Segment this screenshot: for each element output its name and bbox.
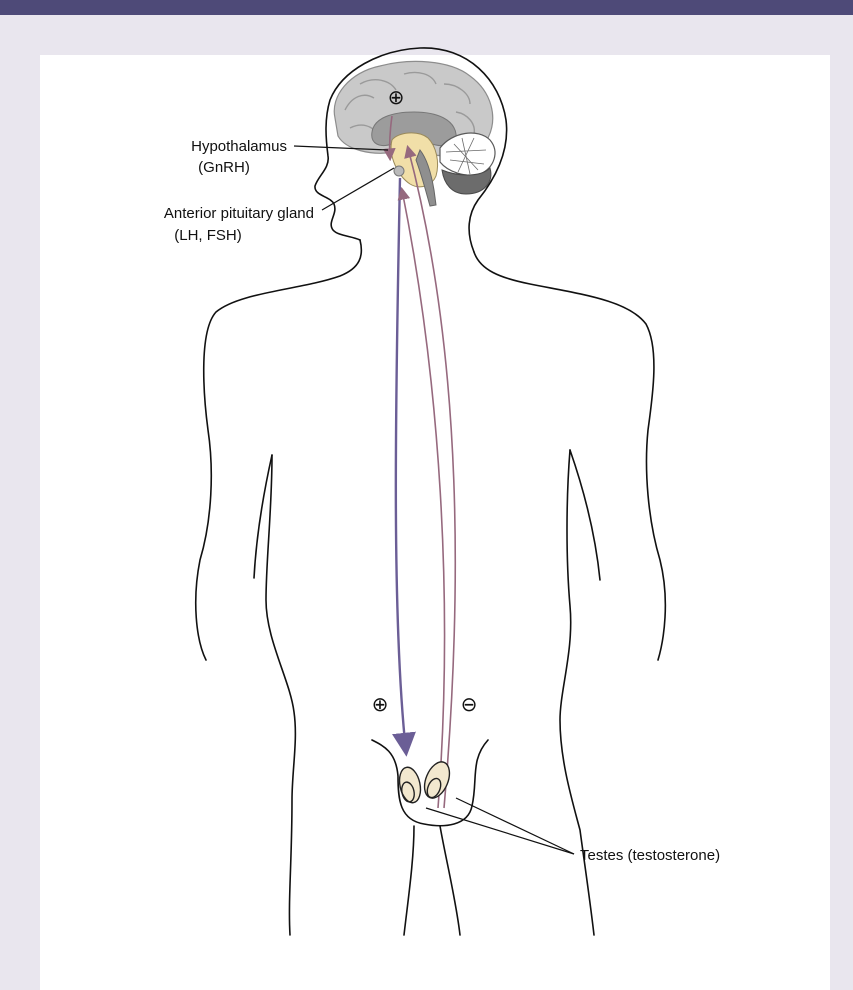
- hypothalamus-hormone-label: (GnRH): [198, 159, 250, 176]
- brain-illustration: [334, 61, 495, 206]
- pituitary-label: Anterior pituitary gland: [164, 205, 314, 222]
- lh-fsh-stimulation-arrow: [396, 178, 406, 752]
- negative-feedback-symbol: ⊖: [461, 692, 478, 716]
- hypothalamus-label: Hypothalamus: [191, 138, 287, 155]
- testosterone-feedback-to-hypothalamus-arrow: [408, 148, 455, 808]
- leader-lines: [294, 146, 574, 854]
- pituitary-hormone-label: (LH, FSH): [174, 227, 242, 244]
- testosterone-feedback-to-pituitary-arrow: [402, 190, 445, 808]
- brain-positive-symbol: ⊕: [388, 85, 405, 109]
- hormone-pathways: [390, 116, 456, 808]
- testes-label: Testes (testosterone): [580, 847, 720, 864]
- testes-positive-symbol: ⊕: [372, 692, 389, 716]
